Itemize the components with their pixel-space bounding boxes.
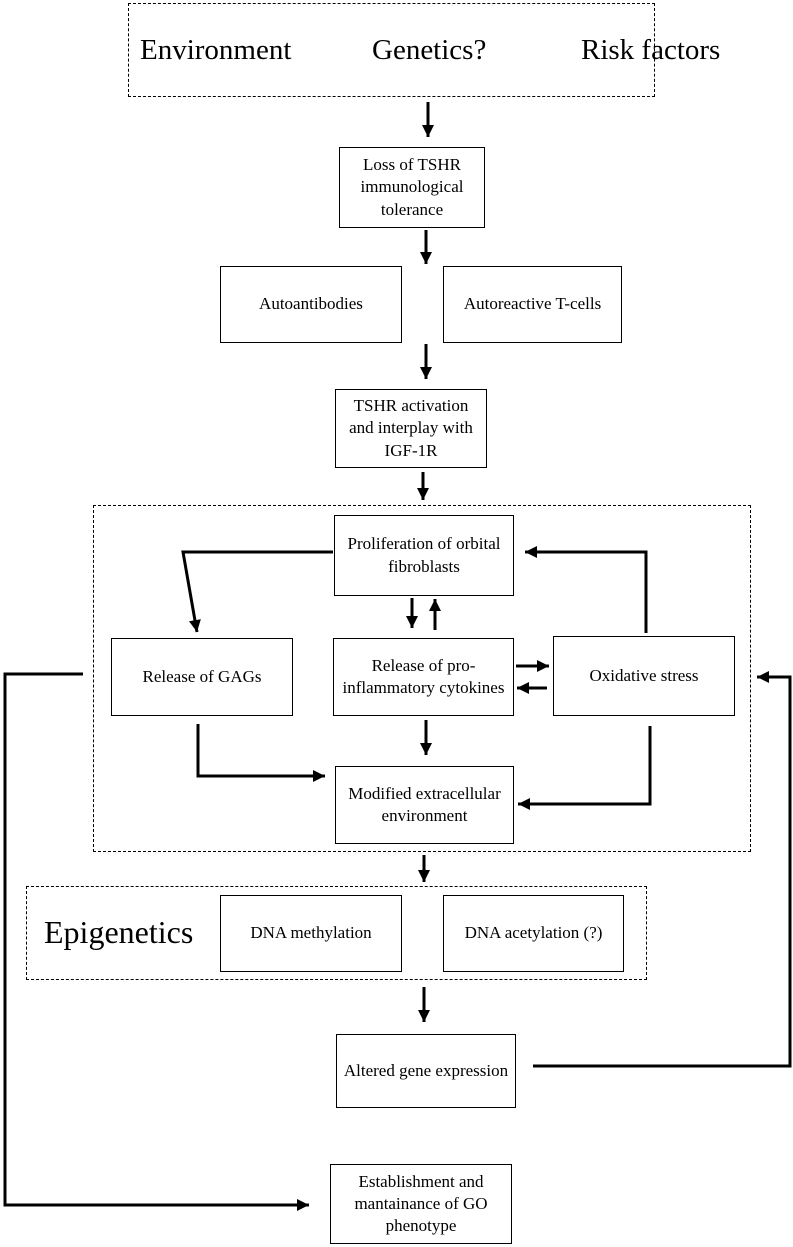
release-cytokines-box: Release of pro-inflammatory cytokines (333, 638, 514, 716)
header-genetics: Genetics? (372, 34, 487, 66)
autoantibodies-box: Autoantibodies (220, 266, 402, 343)
arrow-gags-to-modified (196, 724, 325, 782)
oxidative-stress-box: Oxidative stress (553, 636, 735, 716)
dna-methylation-box: DNA methylation (220, 895, 402, 972)
arrow-oxidative-to-modified (518, 726, 652, 810)
go-phenotype-box: Establishment and mantainance of GO phen… (330, 1164, 512, 1244)
modified-environment-box: Modified extracellular environment (335, 766, 514, 844)
loss-of-tolerance-box: Loss of TSHR immunological tolerance (339, 147, 485, 228)
epigenetics-group (26, 886, 647, 980)
arrow-oxidative-to-proliferation (525, 546, 648, 633)
autoreactive-tcells-box: Autoreactive T-cells (443, 266, 622, 343)
epigenetics-label: Epigenetics (44, 914, 194, 950)
arrow-gene-feedback-to-oxidative (533, 671, 792, 1068)
fibroblast-process-group (93, 505, 751, 852)
altered-gene-expression-box: Altered gene expression (336, 1034, 516, 1108)
header-risk-factors: Risk factors (581, 34, 721, 66)
header-dashed-group (128, 3, 655, 97)
tshr-activation-box: TSHR activation and interplay with IGF-1… (335, 389, 487, 468)
arrow-proliferation-to-gags (181, 550, 333, 633)
release-gags-box: Release of GAGs (111, 638, 293, 716)
header-environment: Environment (140, 34, 292, 66)
arrow-gags-to-phenotype (3, 672, 309, 1211)
proliferation-box: Proliferation of orbital fibroblasts (334, 515, 514, 596)
dna-acetylation-box: DNA acetylation (?) (443, 895, 624, 972)
